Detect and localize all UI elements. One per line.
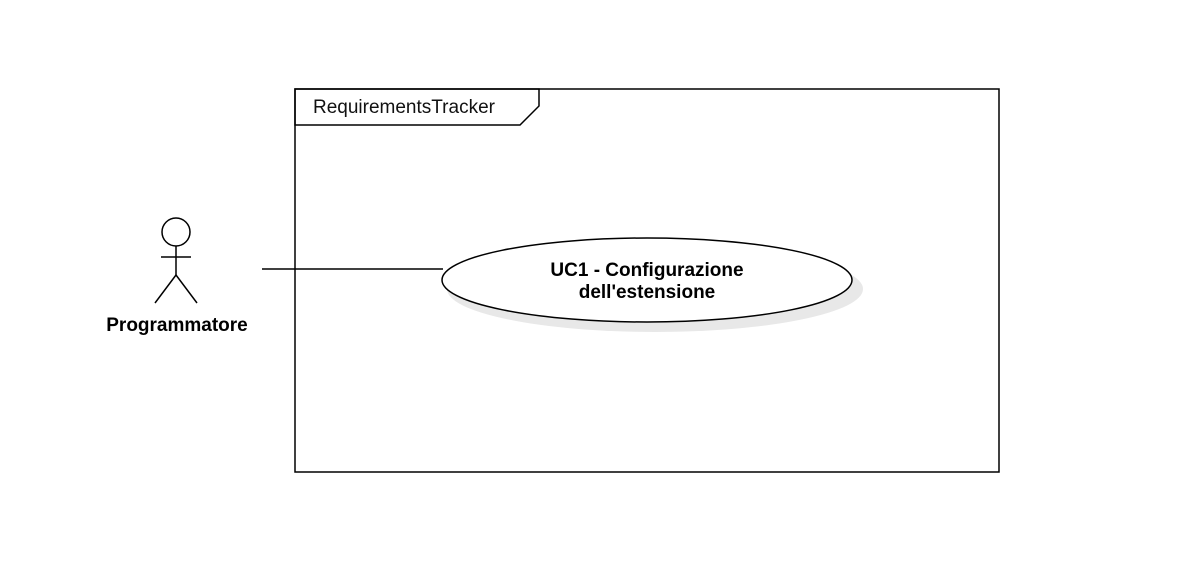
frame-title: RequirementsTracker [313,97,496,118]
use-case-label-line1: UC1 - Configurazione [550,260,743,281]
use-case-uc1[interactable]: UC1 - Configurazione dell'estensione [441,237,863,332]
frame-title-tab [294,88,540,126]
use-case-ellipse [441,237,853,323]
actor-programmatore[interactable]: Programmatore [106,217,248,336]
actor-label: Programmatore [106,315,248,336]
system-boundary [294,88,1000,473]
use-case-label-line2: dell'estensione [579,282,716,303]
system-frame[interactable]: RequirementsTracker [294,88,1000,473]
actor-left-leg [154,274,177,304]
actor-right-leg [175,274,198,304]
actor-head [161,217,191,247]
